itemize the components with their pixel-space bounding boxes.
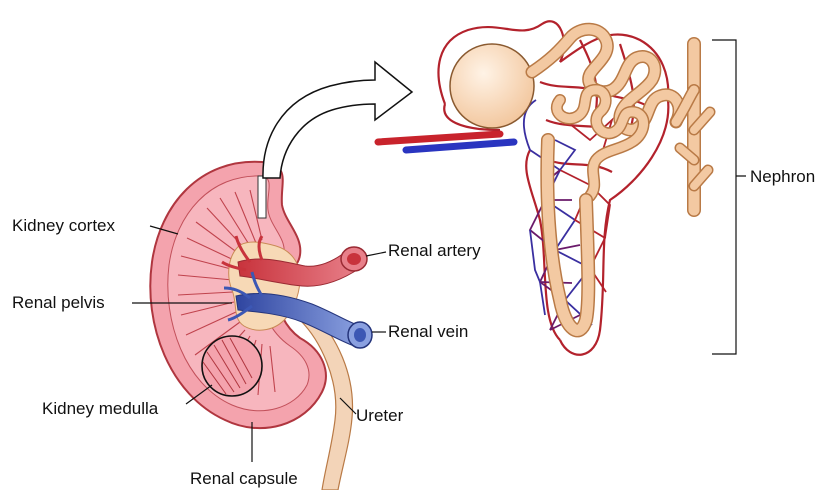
leader-renal-artery bbox=[366, 252, 386, 256]
renal-vein-lumen bbox=[354, 328, 366, 342]
afferent-arteriole bbox=[378, 134, 500, 142]
renal-artery-lumen bbox=[347, 253, 361, 265]
kidney bbox=[150, 162, 372, 490]
efferent-venule bbox=[406, 142, 514, 150]
bowmans-capsule bbox=[450, 44, 534, 128]
label-renal-capsule: Renal capsule bbox=[190, 469, 298, 488]
label-kidney-medulla: Kidney medulla bbox=[42, 399, 159, 418]
label-nephron: Nephron bbox=[750, 167, 815, 186]
kidney-medulla-circle bbox=[202, 336, 262, 396]
nephron-location-marker bbox=[258, 176, 266, 218]
label-renal-artery: Renal artery bbox=[388, 241, 481, 260]
label-renal-pelvis: Renal pelvis bbox=[12, 293, 105, 312]
label-renal-vein: Renal vein bbox=[388, 322, 468, 341]
label-kidney-cortex: Kidney cortex bbox=[12, 216, 115, 235]
zoom-arrow bbox=[263, 62, 412, 178]
nephron bbox=[378, 21, 710, 355]
label-ureter: Ureter bbox=[356, 406, 404, 425]
renal-tubule bbox=[532, 29, 710, 330]
nephron-bracket bbox=[712, 40, 746, 354]
